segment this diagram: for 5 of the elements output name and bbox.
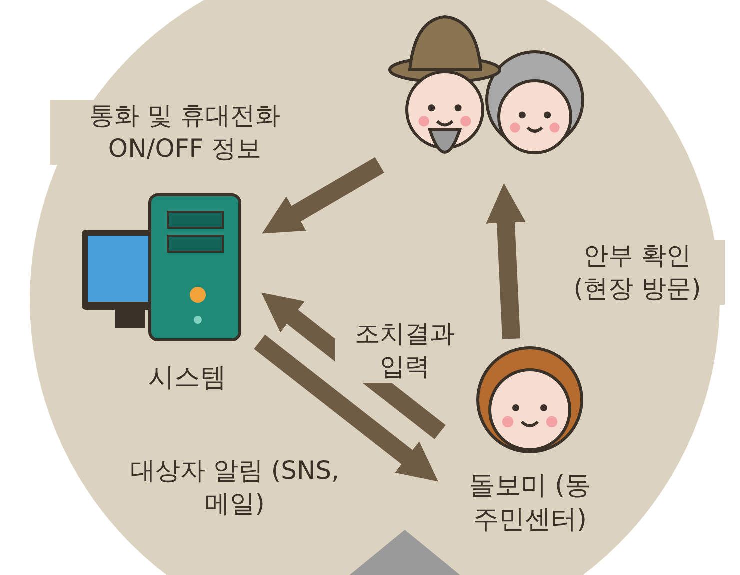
arrow	[486, 183, 526, 340]
node-label: 돌보미 (동 주민센터)	[468, 470, 592, 537]
node-label: 시스템	[148, 362, 228, 395]
arrow	[262, 157, 384, 234]
arrow	[254, 334, 438, 482]
